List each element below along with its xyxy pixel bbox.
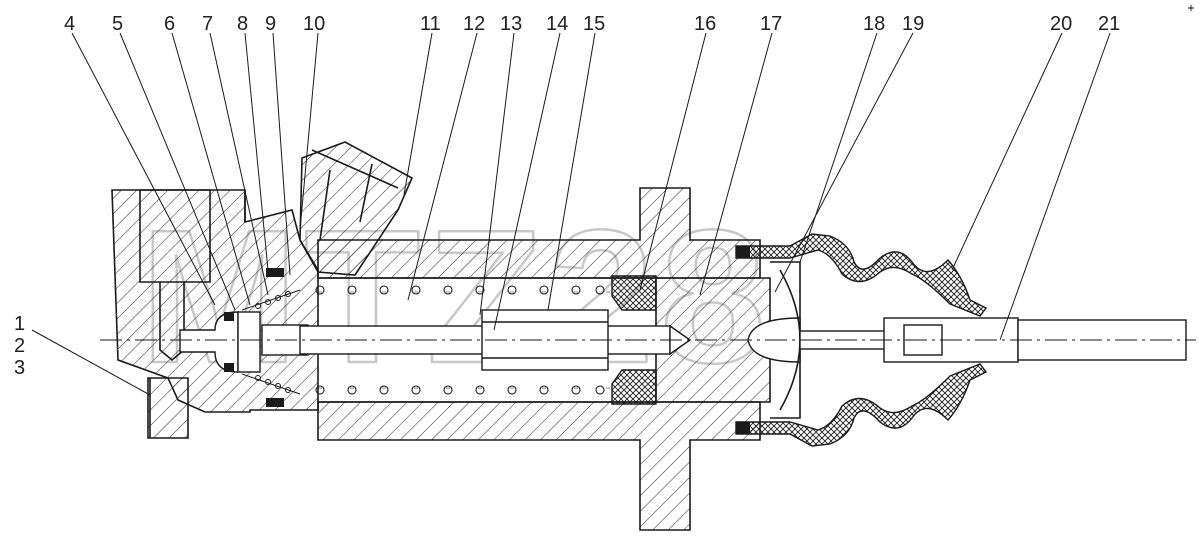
housing [111,141,771,531]
callout-10: 10 [303,13,325,35]
callout-14: 14 [546,13,568,35]
callout-11: 11 [420,13,441,35]
callout-3: 3 [14,357,25,379]
callout-20: 20 [1050,13,1072,35]
callout-2: 2 [14,335,25,357]
callout-6: 6 [164,13,175,35]
callout-5: 5 [112,13,123,35]
callout-18: 18 [863,13,885,35]
callout-21: 21 [1098,13,1120,35]
seals [611,275,657,405]
callout-15: 15 [583,13,605,35]
callout-8: 8 [237,13,248,35]
return-spring [315,285,620,395]
callout-13: 13 [500,13,522,35]
callout-12: 12 [463,13,485,35]
callout-7: 7 [202,13,213,35]
callout-19: 19 [902,13,924,35]
callout-9: 9 [265,13,276,35]
leader-lines [31,32,1111,396]
callout-4: 4 [64,13,75,35]
callout-labels: 1 2 3 4 5 6 7 8 9 10 11 12 13 14 15 16 1… [14,13,1120,379]
callout-1: 1 [14,313,25,335]
callout-17: 17 [760,13,782,35]
rubber-boot [735,233,988,447]
bore-outline [139,189,656,438]
corner-mark [1188,5,1194,11]
callout-16: 16 [694,13,716,35]
